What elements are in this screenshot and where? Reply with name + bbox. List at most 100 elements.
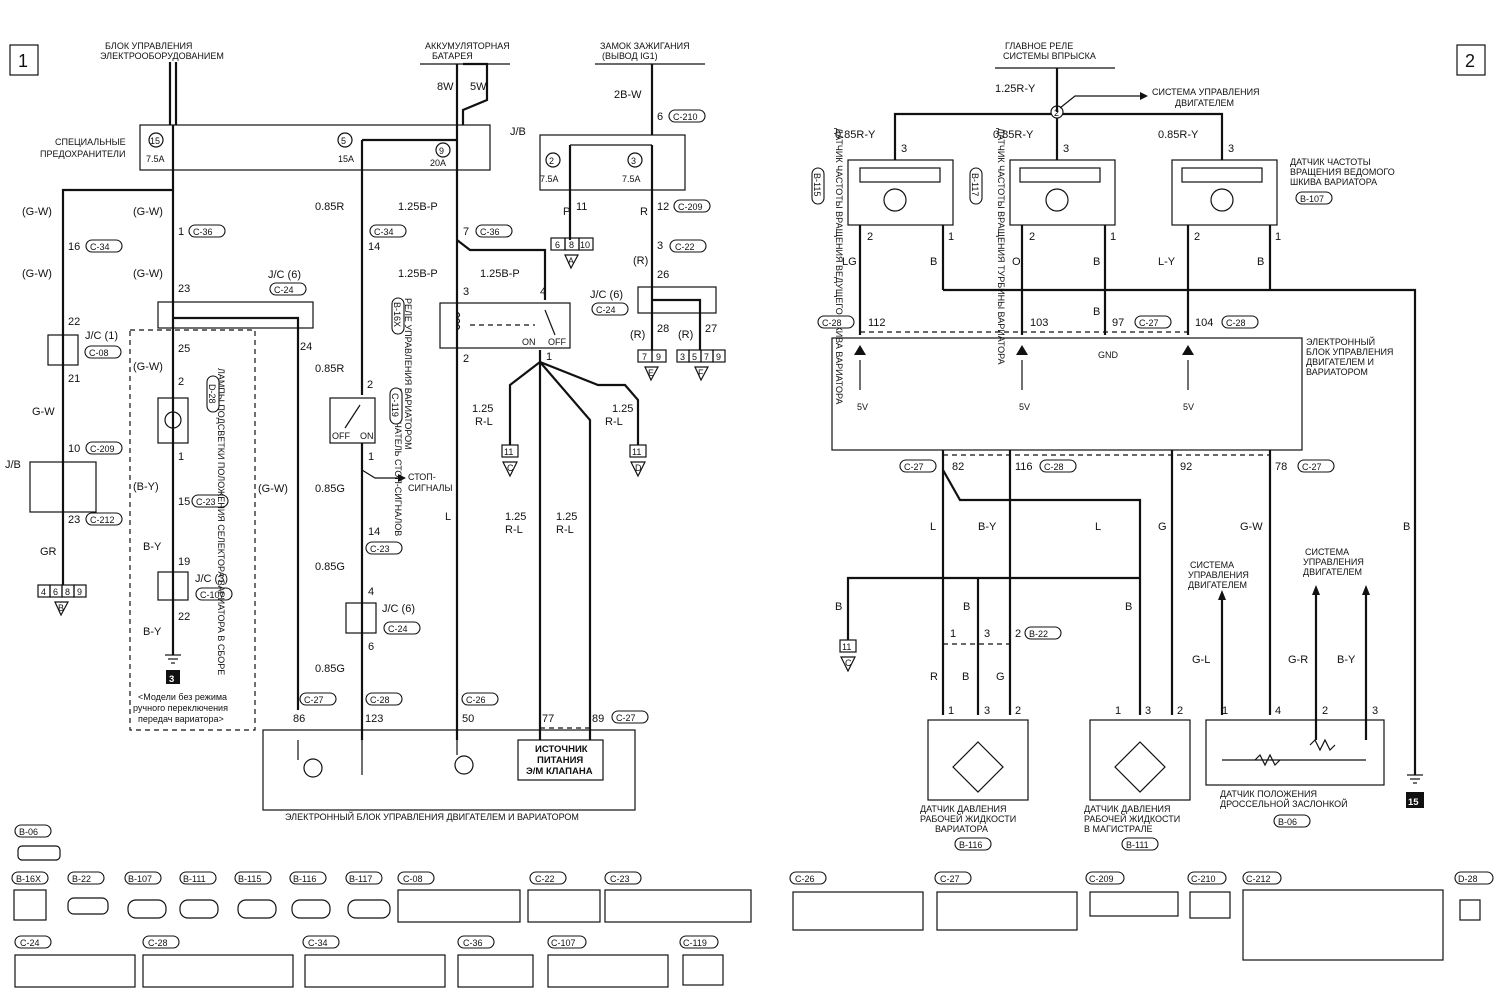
legend-c23-label: C-23 bbox=[610, 874, 630, 884]
c28-pill-c bbox=[1221, 315, 1259, 329]
wire-125bp-label: 1.25B-P bbox=[398, 201, 438, 213]
sensor-2-pin-1: 1 bbox=[1110, 231, 1116, 243]
legend-c36-shape bbox=[457, 954, 534, 988]
sensor-3-pin-1: 1 bbox=[1275, 231, 1281, 243]
legend-c36-label: C-36 bbox=[463, 938, 483, 948]
ecu-p2-label-2: БЛОК УПРАВЛЕНИЯ bbox=[1306, 347, 1393, 357]
jb-box-left bbox=[29, 461, 97, 513]
wire-stop-signal bbox=[361, 469, 398, 479]
triangle-e-label: E bbox=[648, 368, 654, 378]
pin-112: 112 bbox=[868, 317, 886, 329]
c23-pill-a bbox=[191, 494, 229, 508]
legend-c34-label: C-34 bbox=[308, 938, 328, 948]
c209-pill-b bbox=[85, 441, 123, 455]
b107-pill bbox=[1295, 191, 1333, 205]
pin-15: 15 bbox=[178, 496, 190, 508]
c27-label-c: C-27 bbox=[1139, 318, 1159, 328]
legend-b115-shape bbox=[237, 899, 277, 919]
b117-label: B-117 bbox=[970, 173, 980, 196]
c209-pill bbox=[673, 199, 711, 213]
c24-label-c: C-24 bbox=[388, 624, 408, 634]
legend-c209-shape bbox=[1089, 891, 1179, 917]
wire-lg-label: LG bbox=[842, 256, 857, 268]
wire-by-label: B-Y bbox=[978, 521, 997, 533]
ps2-label-1: ДАТЧИК ДАВЛЕНИЯ bbox=[1084, 804, 1170, 814]
legend-b117-pill bbox=[345, 871, 383, 885]
c23-label-a: C-23 bbox=[196, 497, 216, 507]
c210-pill bbox=[668, 109, 706, 123]
battery-label-2: БАТАРЕЯ bbox=[432, 51, 473, 61]
pin-26: 26 bbox=[657, 269, 669, 281]
triangle-c2-icon bbox=[840, 656, 856, 673]
jc6-label-b: J/C (6) bbox=[268, 269, 301, 281]
ps2-label-2: РАБОЧЕЙ ЖИДКОСТИ bbox=[1084, 813, 1180, 824]
wire-b-label-3: B bbox=[1257, 256, 1264, 268]
pin-78: 78 bbox=[1275, 461, 1287, 473]
gnd-label: GND bbox=[1098, 350, 1119, 360]
wire-8w: 8W bbox=[437, 81, 454, 93]
c08-pill bbox=[84, 345, 122, 359]
c210-pin: 6 bbox=[657, 111, 663, 123]
lamp-icon bbox=[164, 411, 182, 429]
conn-c2-pin: 11 bbox=[842, 642, 851, 652]
legend-b22-label: B-22 bbox=[72, 874, 91, 884]
fuse-15-number: 15 bbox=[150, 136, 160, 146]
legend-b111-label: B-111 bbox=[183, 874, 206, 884]
sensor-3-element bbox=[1181, 167, 1263, 183]
wire-jc6-b-branch bbox=[173, 316, 300, 710]
conn-b-pin-6: 6 bbox=[53, 587, 58, 597]
wire-5w: 5W bbox=[470, 81, 487, 93]
legend-c107-pill bbox=[547, 935, 587, 949]
wire-gw-5: (G-W) bbox=[133, 268, 163, 280]
sensor-3-pin-3: 3 bbox=[1228, 143, 1234, 155]
solenoid-power-box bbox=[517, 739, 604, 781]
b116-label: B-116 bbox=[959, 840, 982, 850]
pin-97: 97 bbox=[1112, 317, 1124, 329]
legend-c119-label: C-119 bbox=[683, 938, 707, 948]
c24-pill-c bbox=[383, 621, 421, 635]
tps-pin-2: 2 bbox=[1322, 705, 1328, 717]
ground-3-label: 3 bbox=[169, 674, 174, 685]
c27-pill-e bbox=[1297, 459, 1335, 473]
solenoid-power-3: Э/М КЛАПАНА bbox=[526, 766, 593, 777]
b115-pill bbox=[811, 167, 825, 205]
fuse-9-rating: 20A bbox=[430, 158, 446, 168]
wire-gw-1: (G-W) bbox=[22, 206, 52, 218]
legend-c119-pill bbox=[679, 935, 719, 949]
triangle-f-icon bbox=[694, 366, 710, 382]
pin-2-brake: 2 bbox=[367, 379, 373, 391]
triangle-b-icon bbox=[54, 601, 70, 617]
pin-116: 116 bbox=[1015, 461, 1033, 473]
tps-label-1: ДАТЧИК ПОЛОЖЕНИЯ bbox=[1220, 789, 1317, 799]
c28-label-b: C-28 bbox=[822, 318, 842, 328]
wire-g-label: G bbox=[1158, 521, 1167, 533]
legend-b107-shape bbox=[127, 899, 167, 919]
legend-c212-label: C-212 bbox=[1246, 874, 1271, 884]
legend-c24-label: C-24 bbox=[20, 938, 40, 948]
brake-on: ON bbox=[360, 431, 374, 441]
wire-l-label-2: L bbox=[1095, 521, 1101, 533]
conn-f-pin-9: 9 bbox=[716, 352, 721, 362]
conn-d-pin: 11 bbox=[632, 447, 641, 457]
wire-r-paren-2: (R) bbox=[630, 329, 645, 341]
ps1-label-3: ВАРИАТОРА bbox=[935, 824, 988, 834]
sys-ctrl-a-2: УПРАВЛЕНИЯ bbox=[1188, 570, 1249, 580]
lamp-box bbox=[157, 397, 189, 444]
brake-switch-box bbox=[329, 397, 376, 444]
jc6-label-c: J/C (6) bbox=[382, 603, 415, 615]
sensor-1-pin-3: 3 bbox=[901, 143, 907, 155]
legend-c209-pill bbox=[1085, 871, 1125, 885]
c27-label-d: C-27 bbox=[904, 462, 924, 472]
legend-b06-label: B-06 bbox=[19, 827, 38, 837]
c28-label-c: C-28 bbox=[1226, 318, 1246, 328]
pin-123: 123 bbox=[365, 713, 383, 725]
arrow-stop-icon bbox=[398, 474, 406, 482]
pin-2-relay: 2 bbox=[463, 353, 469, 365]
engine-sys-2: ДВИГАТЕЛЕМ bbox=[1175, 98, 1234, 108]
c08-label: C-08 bbox=[89, 348, 109, 358]
legend-c27-pill bbox=[934, 871, 972, 885]
fuse-5-circle bbox=[337, 132, 353, 148]
page-number-box-1 bbox=[9, 44, 39, 76]
jc6-box-c bbox=[345, 602, 377, 634]
jc1-label: J/C (1) bbox=[85, 330, 118, 342]
